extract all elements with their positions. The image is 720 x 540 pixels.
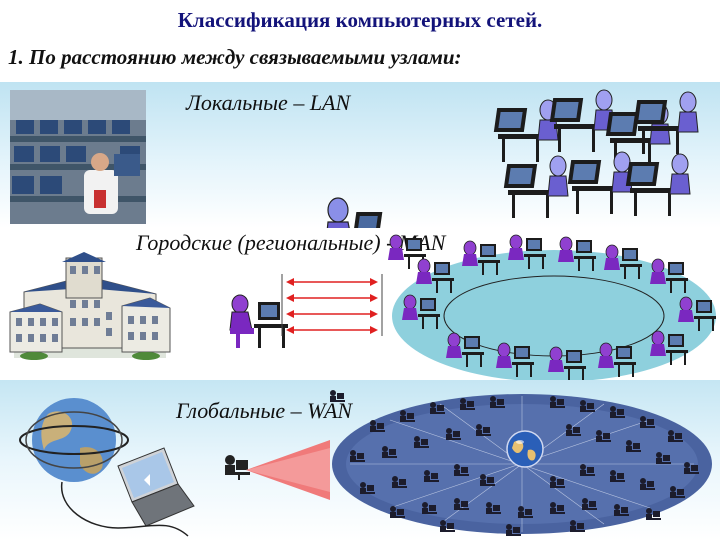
page-title: Классификация компьютерных сетей. [177, 8, 543, 32]
globe-laptop-illustration [19, 398, 195, 537]
globe-icon [506, 430, 544, 468]
wan-label: Глобальные – WAN [176, 398, 353, 423]
page-subtitle: 1. По расстоянию между связываемыми узла… [8, 45, 462, 69]
man-section: Городские (региональные) - MAN [0, 228, 720, 382]
lan-label: Локальные – LAN [186, 90, 351, 115]
man-network-disc [388, 234, 717, 382]
man-user-figure [229, 294, 288, 348]
lan-group-figures [493, 89, 699, 219]
city-building-illustration [9, 252, 171, 360]
lan-section: Локальные – LAN [0, 82, 720, 274]
man-link-arrows [281, 274, 383, 336]
wan-user-icon [225, 455, 250, 480]
office-photo [10, 90, 146, 224]
wan-link-arrow [246, 440, 330, 500]
wan-section: Глобальные – WAN [0, 380, 720, 540]
